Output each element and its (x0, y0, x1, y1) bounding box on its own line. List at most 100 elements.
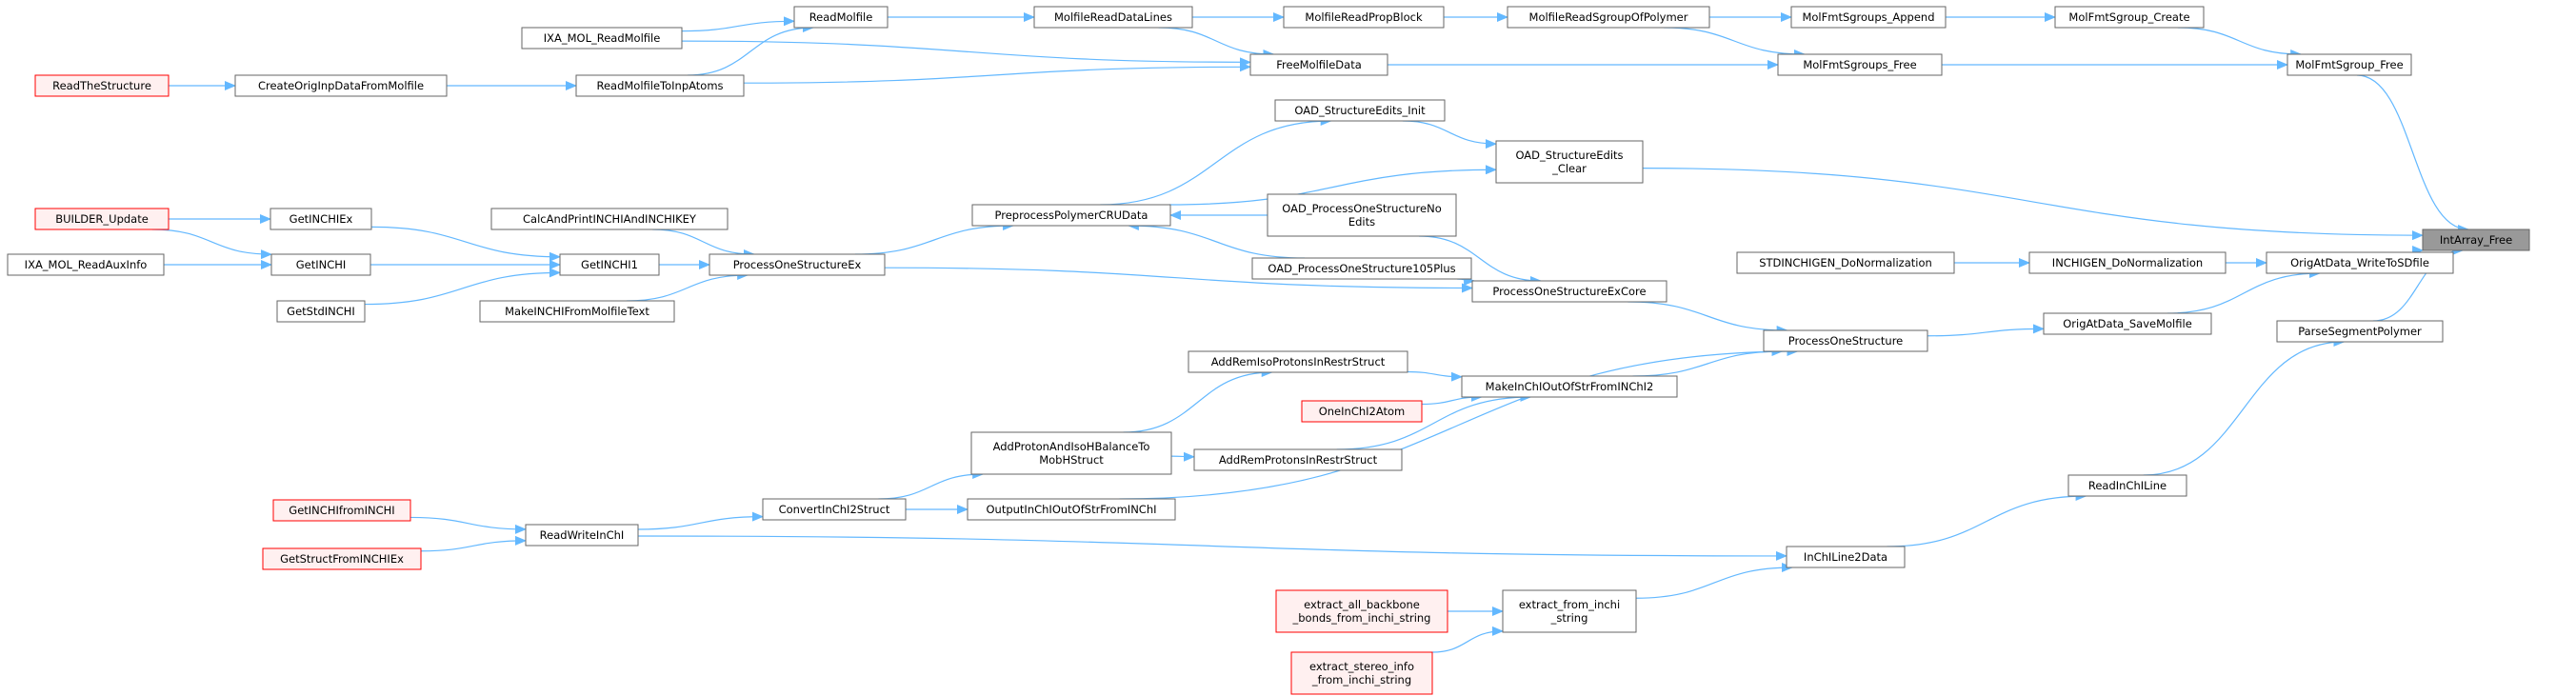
node-box (525, 524, 639, 547)
node-getinchiex[interactable]: GetINCHIEx (270, 208, 372, 230)
node-label: GetStructFromINCHIEx (280, 552, 404, 566)
node-molfilereadpropblock[interactable]: MolfileReadPropBlock (1283, 6, 1445, 29)
node-createoriginpdata[interactable]: CreateOrigInpDataFromMolfile (234, 74, 448, 97)
node-getinchifrominchi[interactable]: GetINCHIfromINCHI (272, 499, 411, 522)
edge-processonestructureex-to-processonestructureexcore (884, 267, 1473, 293)
node-inchiline2data[interactable]: InChILine2Data (1786, 546, 1906, 568)
node-box (234, 74, 448, 97)
edge-addprotonandisoh-to-addremprotons (1170, 451, 1195, 462)
node-processonestructureex[interactable]: ProcessOneStructureEx (709, 253, 886, 276)
edge-processonestructureexcore-to-processonestructure (1627, 301, 1788, 335)
node-molfilereadsgroup[interactable]: MolfileReadSgroupOfPolymer (1507, 6, 1710, 29)
node-box (1290, 651, 1433, 695)
edge-extract_from_inchi-to-inchiline2data (1635, 563, 1794, 599)
node-readmolfiletoinpatoms[interactable]: ReadMolfileToInpAtoms (575, 74, 745, 97)
node-processonestructureexcore[interactable]: ProcessOneStructureExCore (1471, 280, 1667, 303)
node-label: OrigAtData_SaveMolfile (2063, 317, 2192, 330)
node-label: ReadTheStructure (52, 79, 151, 92)
node-label: extract_from_inchi (1519, 598, 1620, 611)
node-label: InChILine2Data (1804, 550, 1887, 564)
node-box (1461, 375, 1678, 398)
node-origat-savemolfile[interactable]: OrigAtData_SaveMolfile (2043, 312, 2212, 335)
edge-readmolfiletoinpatoms-to-freemolfiledata (743, 62, 1251, 84)
node-box (1251, 257, 1472, 280)
node-box (2043, 312, 2212, 335)
edge-molfmtsgroup_create-to-molfmtsgroup_free (2177, 27, 2303, 59)
node-label: IntArray_Free (2440, 233, 2512, 247)
node-box (1274, 99, 1446, 122)
node-readinchiline[interactable]: ReadInChILine (2067, 474, 2187, 497)
node-ixa-mol-readauxinfo[interactable]: IXA_MOL_ReadAuxInfo (7, 253, 165, 276)
node-readthestructure[interactable]: ReadTheStructure (34, 74, 170, 97)
edge-getstdinchi-to-getinchi1 (364, 268, 561, 306)
node-box (2054, 6, 2205, 29)
node-origat-sdfile[interactable]: OrigAtData_WriteToSDfile (2266, 251, 2454, 274)
node-label: OrigAtData_WriteToSDfile (2290, 256, 2429, 269)
node-readwriteinchi[interactable]: ReadWriteInChI (525, 524, 639, 547)
node-label: AddRemProtonsInRestrStruct (1219, 453, 1378, 467)
node-molfmtsgroup-create[interactable]: MolFmtSgroup_Create (2054, 6, 2205, 29)
node-oad-105plus[interactable]: OAD_ProcessOneStructure105Plus (1251, 257, 1472, 280)
node-intarray-free[interactable]: IntArray_Free (2422, 229, 2530, 251)
edge-getinchiex-to-getinchi1 (370, 226, 561, 262)
edge-ixa_mol_readmolfile-to-freemolfiledata (681, 40, 1251, 68)
node-freemolfiledata[interactable]: FreeMolfileData (1249, 53, 1388, 76)
node-oad-se-init[interactable]: OAD_StructureEdits_Init (1274, 99, 1446, 122)
edge-molfilereadsgroup-to-molfmtsgroups_free (1664, 27, 1806, 59)
node-getinchi1[interactable]: GetINCHI1 (559, 253, 660, 276)
node-processonestructure[interactable]: ProcessOneStructure (1763, 329, 1928, 352)
node-molfilereaddatalines[interactable]: MolfileReadDataLines (1033, 6, 1193, 29)
node-label: CalcAndPrintINCHIAndINCHIKEY (523, 212, 697, 226)
edge-origat_savemolfile-to-origat_sdfile (2167, 268, 2322, 314)
node-molfmtsgroups-append[interactable]: MolFmtSgroups_Append (1790, 6, 1947, 29)
node-box (1736, 251, 1955, 274)
node-addremisoprotons[interactable]: AddRemIsoProtonsInRestrStruct (1188, 350, 1408, 373)
node-label: CreateOrigInpDataFromMolfile (258, 79, 424, 92)
node-label: AddRemIsoProtonsInRestrStruct (1211, 355, 1386, 368)
node-addremprotons[interactable]: AddRemProtonsInRestrStruct (1193, 448, 1403, 471)
node-getstdinchi[interactable]: GetStdINCHI (276, 300, 366, 323)
node-extract-stereo[interactable]: extract_stereo_info_from_inchi_string (1290, 651, 1433, 695)
node-extract-from-inchi[interactable]: extract_from_inchi_string (1502, 589, 1637, 633)
node-box (1471, 280, 1667, 303)
node-molfmtsgroups-free[interactable]: MolFmtSgroups_Free (1777, 53, 1943, 76)
node-oad-se-clear[interactable]: OAD_StructureEdits_Clear (1495, 140, 1644, 184)
node-extract-all-backbone[interactable]: extract_all_backbone_bonds_from_inchi_st… (1275, 589, 1448, 633)
edge-readmolfiletoinpatoms-to-readmolfile (688, 23, 814, 76)
node-box (793, 6, 889, 29)
node-getstructfrominchiex[interactable]: GetStructFromINCHIEx (262, 547, 422, 570)
node-convertinchi2struct[interactable]: ConvertInChI2Struct (762, 498, 907, 521)
edge-builder_update-to-getinchi (151, 229, 272, 260)
node-parsesegmentpolymer[interactable]: ParseSegmentPolymer (2276, 320, 2444, 343)
node-box (276, 300, 366, 323)
node-getinchi[interactable]: GetINCHI (270, 253, 371, 276)
node-label: IXA_MOL_ReadMolfile (544, 31, 661, 45)
node-makeinchifrommolfile[interactable]: MakeINCHIFromMolfileText (479, 300, 675, 323)
node-label: ReadWriteInChI (540, 528, 625, 542)
node-outputinchioutofstr[interactable]: OutputInChIOutOfStrFromINChI (967, 498, 1176, 521)
node-calcandprint[interactable]: CalcAndPrintINCHIAndINCHIKEY (490, 208, 729, 230)
node-preprocesspolymer[interactable]: PreprocessPolymerCRUData (971, 204, 1171, 227)
edge-processonestructure-to-origat_savemolfile (1927, 324, 2045, 337)
node-label: STDINCHIGEN_DoNormalization (1759, 256, 1932, 269)
node-label: _string (1550, 611, 1588, 625)
node-oneinchi2atom[interactable]: OneInChI2Atom (1301, 400, 1423, 423)
node-label: IXA_MOL_ReadAuxInfo (25, 258, 148, 271)
node-readmolfile[interactable]: ReadMolfile (793, 6, 889, 29)
node-label: MolfileReadPropBlock (1305, 10, 1423, 24)
node-ixa-mol-readmolfile[interactable]: IXA_MOL_ReadMolfile (521, 27, 683, 50)
node-stdinchigen[interactable]: STDINCHIGEN_DoNormalization (1736, 251, 1955, 274)
edge-oad_105plus-to-preprocesspolymer (1127, 221, 1306, 259)
node-molfmtsgroup-free[interactable]: MolFmtSgroup_Free (2286, 53, 2412, 76)
node-label: MolfileReadDataLines (1054, 10, 1172, 24)
node-builder-update[interactable]: BUILDER_Update (34, 208, 170, 230)
node-inchigen[interactable]: INCHIGEN_DoNormalization (2028, 251, 2227, 274)
node-box (1786, 546, 1906, 568)
node-label: MolFmtSgroup_Create (2068, 10, 2189, 24)
edge-oad_se_clear-to-intarray_free (1642, 168, 2424, 241)
node-box (262, 547, 422, 570)
node-makeinchioutofstr[interactable]: MakeInChIOutOfStrFromINChI2 (1461, 375, 1678, 398)
